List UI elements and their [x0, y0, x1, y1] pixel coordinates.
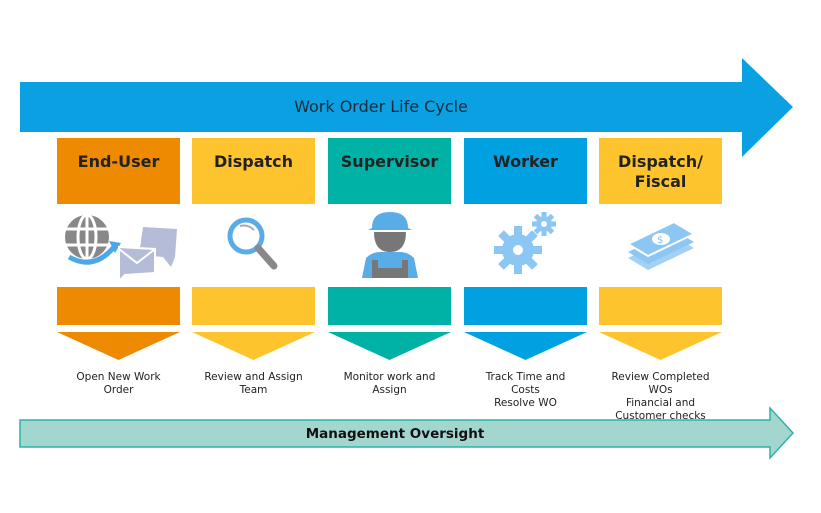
description-line: Financial and	[625, 397, 696, 409]
stage-header: Worker	[464, 138, 587, 204]
stage-bar	[192, 287, 315, 325]
stage-bar	[328, 287, 451, 325]
description-line: Resolve WO	[494, 397, 557, 409]
svg-text:$: $	[657, 235, 663, 246]
chevron-down-icon	[464, 332, 587, 360]
lifecycle-arrow	[20, 58, 793, 157]
stage-header: Supervisor	[328, 138, 451, 204]
description-line: Review Completed	[611, 371, 710, 383]
description-line: Assign	[372, 384, 407, 396]
lifecycle-title: Work Order Life Cycle	[294, 97, 468, 116]
stage-label: Dispatch/ Fiscal	[618, 152, 703, 191]
stage-bar	[464, 287, 587, 325]
magnifier-icon	[192, 204, 315, 284]
description-line: Team	[239, 384, 268, 396]
gears-icon	[464, 204, 587, 284]
stage-bar	[57, 287, 180, 325]
stage-header: Dispatch	[192, 138, 315, 204]
description-line: WOs	[648, 384, 673, 396]
description-line: Order	[103, 384, 134, 396]
oversight-label: Management Oversight	[305, 426, 485, 442]
chevron-down-icon	[328, 332, 451, 360]
globe-mail-icon	[57, 204, 180, 284]
chevron-down-icon	[57, 332, 180, 360]
money-icon: $	[599, 204, 722, 284]
chevron-down-icon	[599, 332, 722, 360]
stage-label: Dispatch	[213, 152, 294, 171]
chevron-down-icon	[192, 332, 315, 360]
stage-bar	[599, 287, 722, 325]
oversight-arrow	[19, 406, 795, 460]
stage-label: Worker	[493, 152, 558, 171]
stage-header: End-User	[57, 138, 180, 204]
description-line: Open New Work	[76, 371, 161, 383]
description-line: Track Time and	[485, 371, 566, 383]
description-line: Costs	[511, 384, 540, 396]
description-line: Monitor work and	[343, 371, 436, 383]
stage-header: Dispatch/ Fiscal	[599, 138, 722, 204]
stage-label: End-User	[77, 152, 160, 171]
description-line: Review and Assign	[204, 371, 303, 383]
worker-icon	[328, 204, 451, 284]
stage-label: Supervisor	[340, 152, 439, 171]
description-line: Customer checks	[615, 410, 706, 422]
